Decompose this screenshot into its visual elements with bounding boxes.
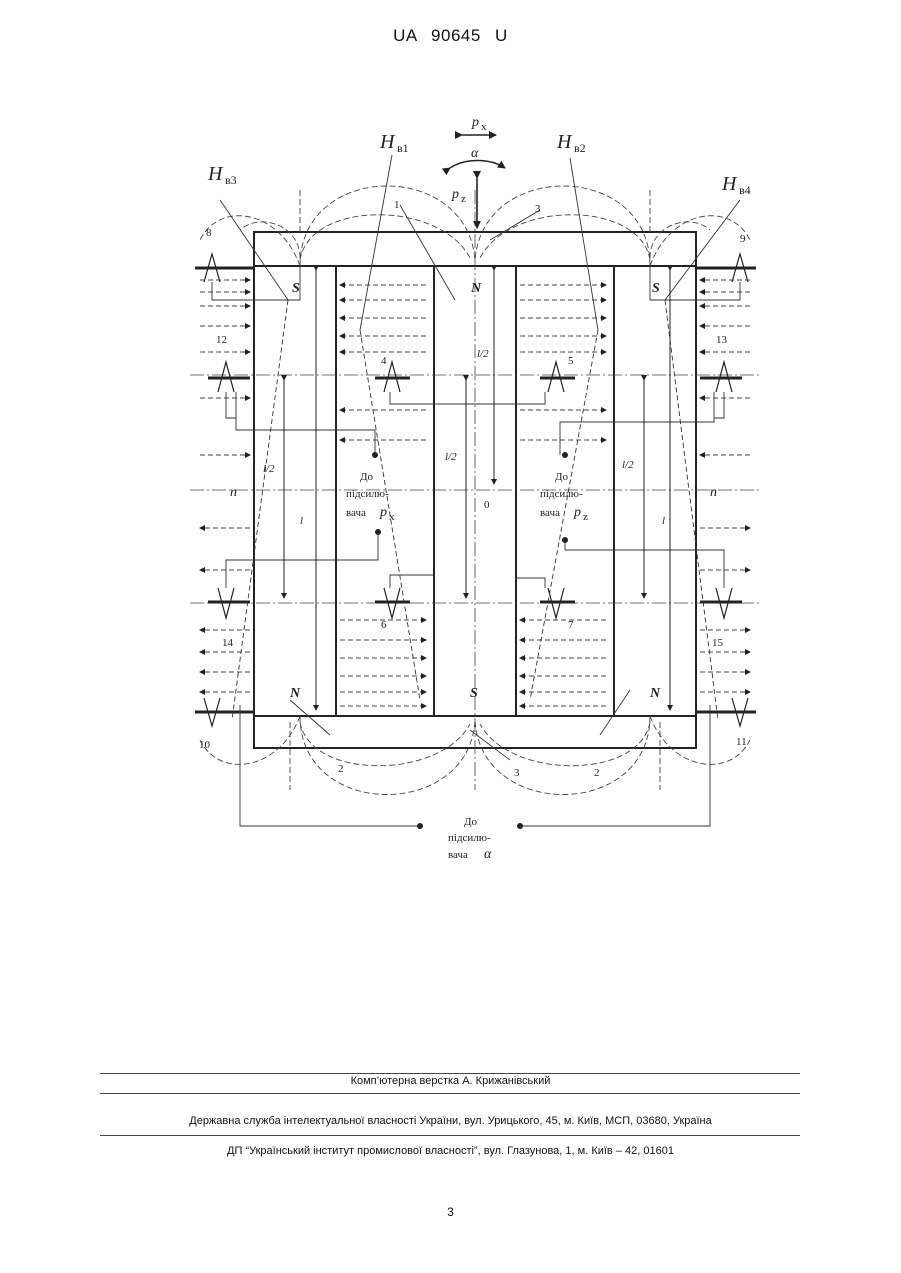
label-px-sub: x bbox=[481, 121, 487, 133]
pole-s-right: S bbox=[652, 281, 660, 296]
label-pz-sub: z bbox=[461, 193, 466, 205]
amp-a-line2: підсилю- bbox=[448, 832, 491, 844]
page-number: 3 bbox=[0, 1205, 901, 1219]
amp-a-sym: α bbox=[484, 847, 492, 862]
label-10: 10 bbox=[199, 739, 211, 751]
label-9: 9 bbox=[740, 233, 746, 245]
dim-l2-right: l/2 bbox=[622, 459, 634, 471]
patent-drawing-figure: H в1 H в2 H в3 H в4 p x α p z 1 3 2 3 2 … bbox=[0, 0, 901, 900]
label-1: 1 bbox=[394, 199, 400, 211]
label-7: 7 bbox=[568, 619, 574, 631]
label-14: 14 bbox=[222, 637, 234, 649]
label-8: 8 bbox=[206, 227, 212, 239]
terminal-dots bbox=[372, 452, 568, 829]
pole-n-left: N bbox=[289, 686, 301, 701]
dim-l-left: l bbox=[300, 515, 303, 527]
label-zero: 0 bbox=[484, 499, 490, 511]
amp-pz-sub: z bbox=[583, 511, 588, 523]
label-3-top: 3 bbox=[535, 203, 541, 215]
dim-l2-top: l/2 bbox=[477, 348, 489, 360]
label-h-b2-sub: в2 bbox=[574, 141, 586, 155]
label-5: 5 bbox=[568, 355, 574, 367]
amp-a-line3: вача bbox=[448, 849, 468, 861]
wiring bbox=[212, 266, 740, 826]
footer-divider-2 bbox=[100, 1093, 800, 1094]
label-h-b1-sub: в1 bbox=[397, 141, 409, 155]
label-4: 4 bbox=[381, 355, 387, 367]
footer-service-address: Державна служба інтелектуальної власност… bbox=[0, 1115, 901, 1127]
label-h-b4-sub: в4 bbox=[739, 183, 751, 197]
footer-divider-3 bbox=[100, 1135, 800, 1136]
label-13: 13 bbox=[716, 334, 728, 346]
label-n-right: n bbox=[710, 485, 717, 500]
label-2-right: 2 bbox=[594, 767, 600, 779]
amp-px-sub: x bbox=[389, 511, 395, 523]
footer-layout-credit: Комп’ютерна верстка А. Крижанівський bbox=[0, 1075, 901, 1087]
pole-s-left: S bbox=[292, 281, 300, 296]
footer-divider-1 bbox=[100, 1073, 800, 1074]
amp-pz-line2: підсилю- bbox=[540, 488, 583, 500]
label-11: 11 bbox=[736, 736, 747, 748]
pole-s-center: S bbox=[470, 686, 478, 701]
label-h-b1: H bbox=[379, 131, 396, 153]
label-pz: p bbox=[451, 187, 459, 202]
dim-l-right: l bbox=[662, 515, 665, 527]
label-h-b3-sub: в3 bbox=[225, 173, 237, 187]
label-h-b4: H bbox=[721, 173, 738, 195]
amp-px-line1: До bbox=[360, 471, 374, 483]
amp-px-sym: p bbox=[379, 505, 387, 520]
label-px: p bbox=[471, 115, 479, 130]
amp-px-line3: вача bbox=[346, 507, 366, 519]
label-6: 6 bbox=[381, 619, 387, 631]
dim-l2-center: l/2 bbox=[445, 451, 457, 463]
footer-institute-address: ДП “Український інститут промислової вла… bbox=[0, 1145, 901, 1157]
amp-a-line1: До bbox=[464, 816, 478, 828]
pole-n-right: N bbox=[649, 686, 661, 701]
pole-n-center: N bbox=[470, 281, 482, 296]
label-15: 15 bbox=[712, 637, 724, 649]
amp-px-line2: підсилю- bbox=[346, 488, 389, 500]
dim-l2-left: l/2 bbox=[263, 463, 275, 475]
amp-pz-line3: вача bbox=[540, 507, 560, 519]
amp-pz-sym: p bbox=[573, 505, 581, 520]
label-12: 12 bbox=[216, 334, 227, 346]
label-alpha: α bbox=[471, 146, 479, 161]
label-3-bottom: 3 bbox=[514, 767, 520, 779]
amp-pz-line1: До bbox=[555, 471, 569, 483]
label-h-b3: H bbox=[207, 163, 224, 185]
label-2-left: 2 bbox=[338, 763, 344, 775]
label-n-left: n bbox=[230, 485, 237, 500]
label-h-b2: H bbox=[556, 131, 573, 153]
